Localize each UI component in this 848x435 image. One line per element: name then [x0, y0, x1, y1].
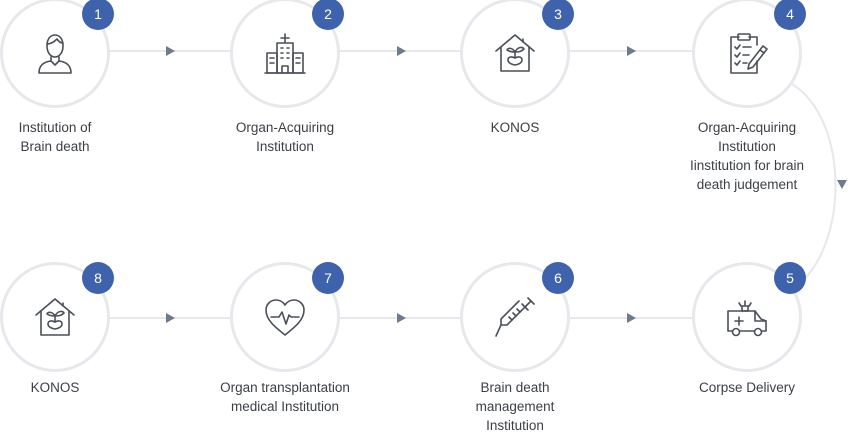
label-line: KONOS — [30, 380, 80, 395]
step-3-label: KONOS — [430, 118, 600, 137]
label-line: Organ-Acquiring — [697, 120, 797, 135]
syringe-icon — [460, 262, 570, 372]
arrow-3-4 — [627, 46, 636, 56]
house-seedling-icon — [0, 262, 110, 372]
arrow-8-7 — [166, 313, 175, 323]
label-line: Institution — [718, 139, 776, 154]
label-line: Corpse Delivery — [698, 380, 796, 395]
step-3: 3 — [460, 0, 574, 108]
label-line: Iinstitution for brain — [689, 158, 805, 173]
hospital-building-icon — [230, 0, 340, 108]
label-line: Institution — [486, 418, 544, 433]
clipboard-checklist-icon — [692, 0, 802, 108]
arrow-4-5 — [837, 180, 847, 189]
step-number-badge: 4 — [774, 0, 806, 30]
step-8-label: KONOS — [0, 378, 140, 397]
label-line: medical Institution — [230, 399, 340, 414]
house-seedling-icon — [460, 0, 570, 108]
step-2: 2 — [230, 0, 344, 108]
person-icon — [0, 0, 110, 108]
label-line: death judgement — [696, 177, 798, 192]
step-number-badge: 5 — [774, 262, 806, 294]
label-line: Brain death — [480, 380, 550, 395]
curved-connector-4-5 — [791, 83, 847, 291]
step-4: 4 — [692, 0, 806, 108]
step-5: 5 — [692, 262, 806, 372]
arrow-2-3 — [397, 46, 406, 56]
step-6: 6 — [460, 262, 574, 372]
step-number-badge: 6 — [542, 262, 574, 294]
step-7-label: Organ transplantation medical Institutio… — [200, 378, 370, 416]
step-number-badge: 3 — [542, 0, 574, 30]
step-number-badge: 2 — [312, 0, 344, 30]
arrow-1-2 — [166, 46, 175, 56]
heart-pulse-icon — [230, 262, 340, 372]
step-5-label: Corpse Delivery — [662, 378, 832, 397]
arrow-6-5 — [627, 313, 636, 323]
label-line: Institution — [256, 139, 314, 154]
step-8: 8 — [0, 262, 114, 372]
label-line: management — [475, 399, 555, 414]
ambulance-icon — [692, 262, 802, 372]
label-line: Organ-Acquiring — [235, 120, 335, 135]
step-6-label: Brain death management Institution — [430, 378, 600, 435]
label-line: Organ transplantation — [220, 380, 350, 395]
label-line: KONOS — [490, 120, 540, 135]
step-1: 1 — [0, 0, 114, 108]
step-2-label: Organ-Acquiring Institution — [200, 118, 370, 156]
step-4-label: Organ-Acquiring Institution Iinstitution… — [662, 118, 832, 194]
step-number-badge: 7 — [312, 262, 344, 294]
step-1-label: Institution of Brain death — [0, 118, 140, 156]
label-line: Brain death — [20, 139, 90, 154]
arrow-7-6 — [397, 313, 406, 323]
step-7: 7 — [230, 262, 344, 372]
step-number-badge: 1 — [82, 0, 114, 30]
label-line: Institution of — [18, 120, 92, 135]
step-number-badge: 8 — [82, 262, 114, 294]
